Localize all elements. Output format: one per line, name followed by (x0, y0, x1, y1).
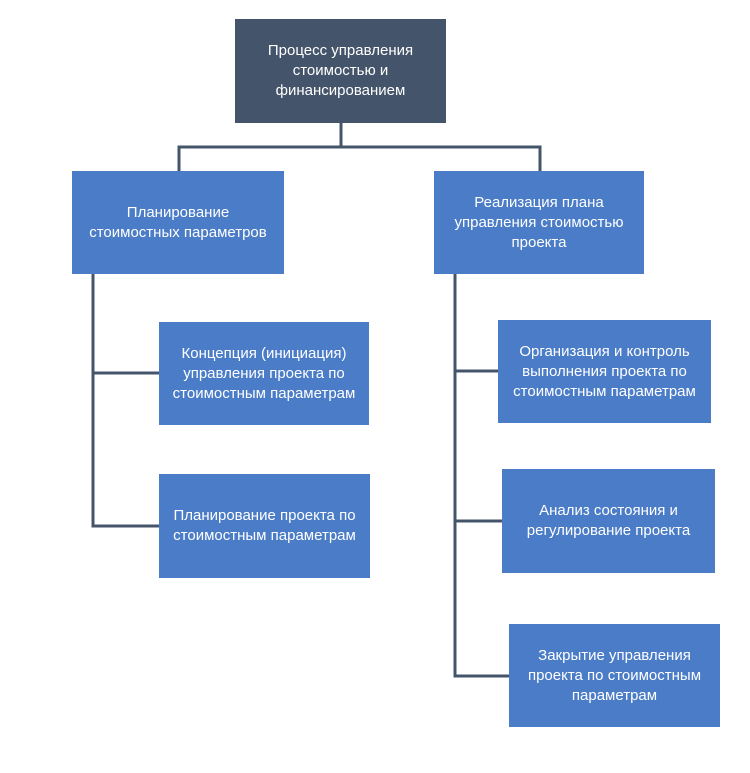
leaf-node-project-planning: Планирование проекта по стоимостным пара… (159, 474, 370, 578)
leaf-node-analysis-label: Анализ состояния и регулирование проекта (526, 502, 691, 539)
branch-node-planning: Планирование стоимостных параметров (72, 171, 284, 274)
leaf-node-closure-label: Закрытие управления проекта по стоимостн… (527, 646, 702, 704)
leaf-node-organization-control: Организация и контроль выполнения проект… (498, 320, 711, 423)
leaf-node-closure: Закрытие управления проекта по стоимостн… (509, 624, 720, 727)
branch-node-planning-label: Планирование стоимостных параметров (89, 203, 267, 241)
branch-node-implementation: Реализация плана управления стоимостью п… (434, 171, 644, 274)
root-node-label: Процесс управления стоимостью и финансир… (267, 42, 414, 99)
branch-node-implementation-label: Реализация плана управления стоимостью п… (454, 193, 624, 251)
leaf-node-organization-control-label: Организация и контроль выполнения проект… (513, 342, 696, 400)
leaf-node-project-planning-label: Планирование проекта по стоимостным пара… (173, 507, 356, 544)
leaf-node-concept: Концепция (инициация) управления проекта… (159, 322, 369, 425)
root-node: Процесс управления стоимостью и финансир… (235, 19, 446, 123)
leaf-node-analysis: Анализ состояния и регулирование проекта (502, 469, 715, 573)
leaf-node-concept-label: Концепция (инициация) управления проекта… (172, 344, 356, 402)
